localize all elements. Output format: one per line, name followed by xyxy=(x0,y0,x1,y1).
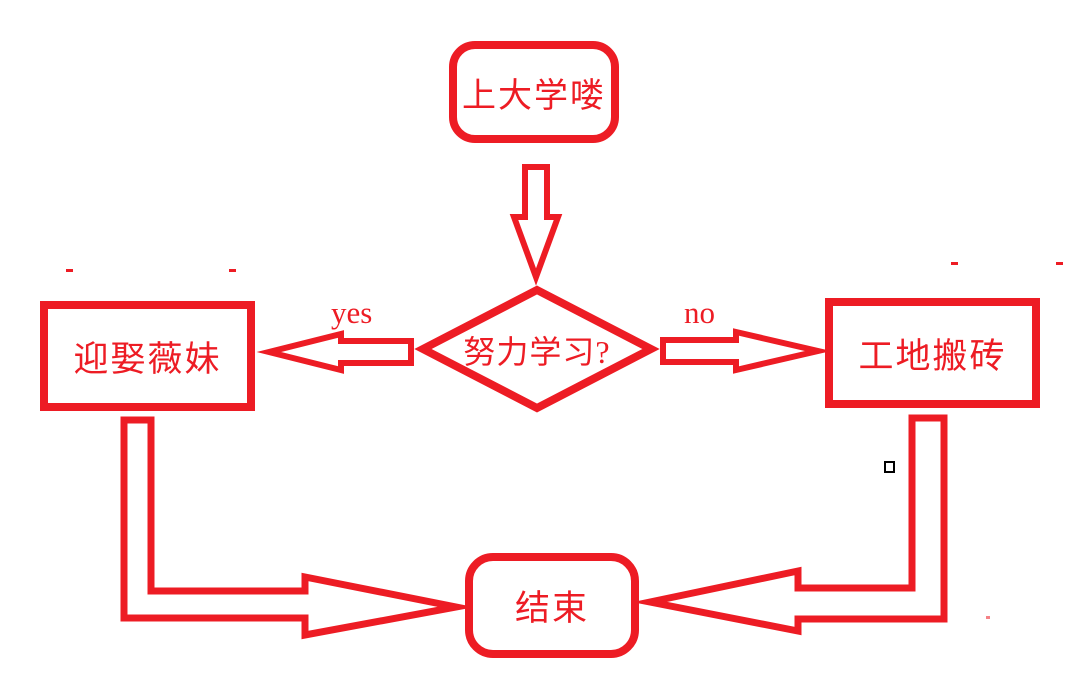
connector-failure-to-end xyxy=(632,414,948,636)
node-start: 上大学喽 xyxy=(449,41,619,143)
arrow-yes-left-icon xyxy=(256,330,414,374)
node-success: 迎娶薇妹 xyxy=(40,301,255,411)
node-start-label: 上大学喽 xyxy=(462,77,606,115)
selection-handle-square xyxy=(884,461,895,473)
node-end-label: 结束 xyxy=(514,589,589,628)
arrow-down-icon xyxy=(509,164,563,286)
stray-dash-mark xyxy=(1056,262,1063,265)
stray-dash-mark xyxy=(951,262,958,265)
decision-diamond-shape xyxy=(414,285,660,413)
edge-label-yes: yes xyxy=(331,295,373,330)
node-end: 结束 xyxy=(465,553,639,658)
node-failure-label: 工地搬砖 xyxy=(858,336,1007,376)
node-success-label: 迎娶薇妹 xyxy=(73,339,222,379)
connector-success-to-end xyxy=(120,416,475,640)
arrow-no-right-icon xyxy=(660,328,832,374)
stray-dash-mark xyxy=(229,269,236,272)
node-decision-label: 努力学习? xyxy=(463,334,611,370)
edge-label-no: no xyxy=(684,295,715,330)
stray-dash-mark xyxy=(66,269,73,272)
node-failure: 工地搬砖 xyxy=(825,298,1040,408)
stray-dot-mark xyxy=(986,616,990,619)
